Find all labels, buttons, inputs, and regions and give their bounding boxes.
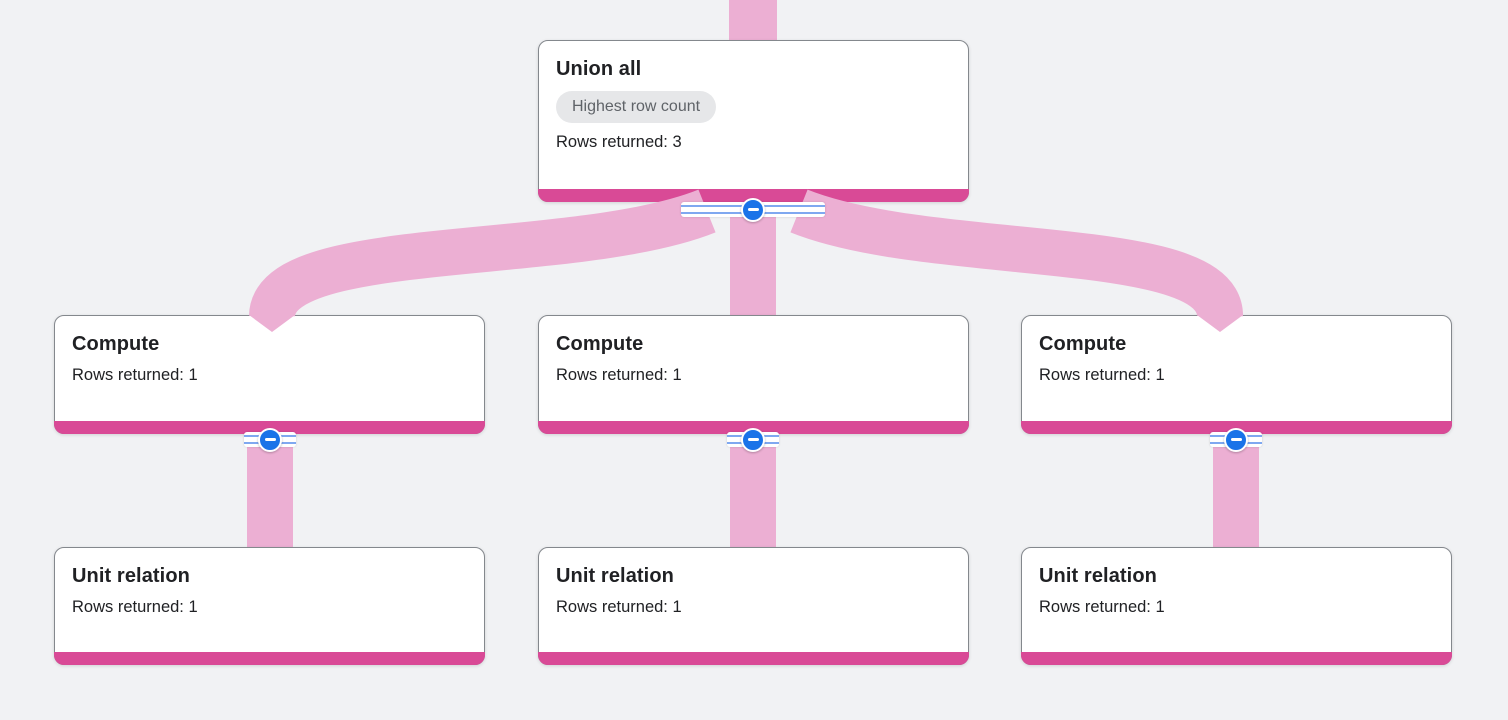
highest-row-count-badge: Highest row count — [556, 91, 717, 123]
node-title: Unit relation — [72, 565, 190, 587]
collapse-button-compute-1[interactable] — [258, 427, 282, 452]
compute-1-collapse-handle — [244, 427, 296, 452]
rows-returned-label: Rows returned: 1 — [1039, 366, 1165, 384]
node-compute-2[interactable]: Compute Rows returned: 1 — [538, 315, 969, 434]
edge-union-to-compute-left — [249, 189, 716, 320]
node-output-bar — [538, 652, 969, 665]
node-unit-relation-2[interactable]: Unit relation Rows returned: 1 — [538, 547, 969, 665]
node-title: Union all — [556, 58, 642, 80]
rows-returned-label: Rows returned: 3 — [556, 133, 682, 151]
minus-icon — [1230, 438, 1242, 441]
rows-returned-label: Rows returned: 1 — [72, 366, 198, 384]
collapse-button-compute-2[interactable] — [741, 427, 765, 452]
node-compute-3[interactable]: Compute Rows returned: 1 — [1021, 315, 1452, 434]
rows-returned-label: Rows returned: 1 — [1039, 598, 1165, 616]
rows-returned-label: Rows returned: 1 — [556, 598, 682, 616]
compute-3-collapse-handle — [1210, 427, 1262, 452]
node-output-bar — [54, 652, 485, 665]
node-unit-relation-1[interactable]: Unit relation Rows returned: 1 — [54, 547, 485, 665]
compute-2-collapse-handle — [727, 427, 779, 452]
node-title: Compute — [1039, 333, 1127, 355]
rows-returned-label: Rows returned: 1 — [556, 366, 682, 384]
node-title: Compute — [72, 333, 160, 355]
node-title: Unit relation — [556, 565, 674, 587]
node-title: Unit relation — [1039, 565, 1157, 587]
node-title: Compute — [556, 333, 644, 355]
rows-returned-label: Rows returned: 1 — [72, 598, 198, 616]
minus-icon — [264, 438, 276, 441]
union-collapse-handle — [681, 197, 825, 222]
edge-union-to-compute-right — [790, 189, 1244, 320]
collapse-button-compute-3[interactable] — [1224, 427, 1248, 452]
node-unit-relation-3[interactable]: Unit relation Rows returned: 1 — [1021, 547, 1452, 665]
node-union-all[interactable]: Union all Highest row count Rows returne… — [538, 40, 969, 202]
node-compute-1[interactable]: Compute Rows returned: 1 — [54, 315, 485, 434]
node-output-bar — [1021, 652, 1452, 665]
minus-icon — [747, 438, 759, 441]
collapse-button-union[interactable] — [741, 197, 765, 222]
minus-icon — [747, 208, 759, 211]
